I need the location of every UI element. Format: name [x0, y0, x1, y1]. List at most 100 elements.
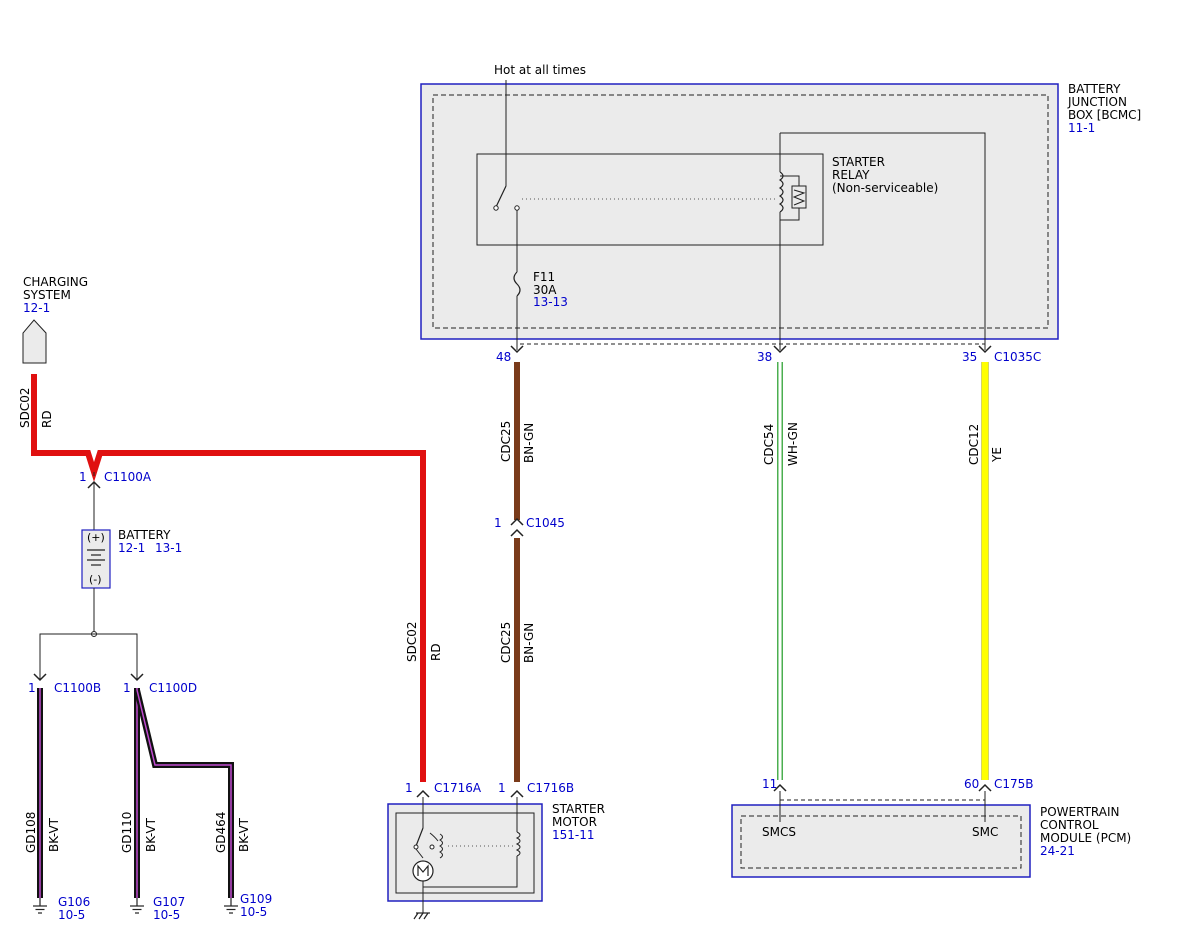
c1716a-label: C1716A — [434, 781, 482, 795]
pin-38-arrow — [773, 345, 787, 354]
starter-switch-pivot — [413, 844, 419, 850]
starter-ground-icon — [413, 912, 430, 920]
c1716b-arrow — [510, 789, 524, 798]
battery-plus: (+) — [87, 531, 105, 544]
starter-hold-coil — [439, 833, 443, 859]
pin-38-label: 38 — [757, 350, 772, 364]
c175b-pin60-arrow — [978, 783, 992, 792]
cdc25-bottom-circuit: CDC25 — [499, 622, 513, 663]
relay-switch-contact — [495, 185, 507, 208]
pin-35-arrow — [978, 345, 992, 354]
battery-minus: (-) — [89, 573, 102, 586]
c1100a-pin: 1 — [79, 470, 87, 484]
c1100b-arrow — [33, 673, 47, 682]
g106-name: G106 — [58, 895, 90, 909]
c1100b-label: C1100B — [54, 681, 101, 695]
fuse-f11 — [513, 271, 521, 297]
starter-return — [423, 856, 518, 888]
c1035c-label: C1035C — [994, 350, 1041, 364]
bjb-label-1: BATTERY — [1068, 82, 1121, 96]
ground-g109-icon — [224, 898, 238, 914]
starter-pull-coil — [515, 831, 521, 857]
motor-icon — [412, 860, 434, 882]
starter-switch-arc — [429, 832, 439, 842]
battery-junction-box-inner — [432, 94, 1049, 329]
pin-48-label: 48 — [496, 350, 511, 364]
bjb-ref: 11-1 — [1068, 121, 1095, 135]
charging-ref: 12-1 — [23, 301, 50, 315]
fuse-ref: 13-13 — [533, 295, 568, 309]
charging-label-2: SYSTEM — [23, 288, 71, 302]
sdc02-top-circuit: SDC02 — [18, 387, 32, 428]
relay-feed-loop — [780, 132, 986, 350]
pin-35-label: 35 — [962, 350, 977, 364]
c1100d-pin: 1 — [123, 681, 131, 695]
gd110-circuit: GD110 — [120, 812, 134, 853]
fuse-rating: 30A — [533, 283, 557, 297]
battery-name: BATTERY — [118, 528, 171, 542]
c175b-pin11-arrow — [773, 783, 787, 792]
ground-g107-icon — [130, 898, 144, 914]
c175b-pin60: 60 — [964, 777, 979, 791]
battery-ref-1: 12-1 — [118, 541, 145, 555]
relay-label-3: (Non-serviceable) — [832, 181, 938, 195]
sdc02-bottom-circuit: SDC02 — [405, 621, 419, 662]
gd110-color: BK-VT — [144, 817, 158, 852]
cdc25-top-circuit: CDC25 — [499, 421, 513, 462]
gd464-color: BK-VT — [237, 817, 251, 852]
battery — [81, 529, 111, 589]
relay-label-1: STARTER — [832, 155, 885, 169]
c1045-arrow-bottom — [510, 528, 524, 537]
pcm-label-2: CONTROL — [1040, 818, 1099, 832]
ground-splice-lines — [39, 633, 138, 680]
pcm-module — [731, 804, 1031, 878]
g106-ref: 10-5 — [58, 908, 85, 922]
starter-label-2: MOTOR — [552, 815, 597, 829]
cdc54-color: WH-GN — [786, 422, 800, 466]
c1100a-label: C1100A — [104, 470, 152, 484]
c175b-label: C175B — [994, 777, 1034, 791]
gd464-circuit: GD464 — [214, 812, 228, 853]
c1100b-pin: 1 — [28, 681, 36, 695]
relay-resistor-leads-low — [780, 208, 800, 221]
starter-switch-term — [429, 844, 435, 850]
relay-switch-pivot — [493, 205, 499, 211]
g107-ref: 10-5 — [153, 908, 180, 922]
c1100d-arrow — [130, 673, 144, 682]
g109-ref: 10-5 — [240, 905, 267, 919]
relay-switch-terminal — [514, 205, 520, 211]
ground-g106-icon — [33, 898, 47, 914]
sdc02-top-color: RD — [40, 410, 54, 428]
c175b-pin11: 11 — [762, 777, 777, 791]
pcm-pin-smcs: SMCS — [762, 825, 796, 839]
starter-ref: 151-11 — [552, 828, 595, 842]
cdc12-color: YE — [990, 447, 1004, 463]
pcm-module-inner — [740, 815, 1022, 869]
starter-motor-lead — [415, 848, 424, 859]
sdc02-bottom-color: RD — [429, 643, 443, 661]
cdc54-circuit: CDC54 — [762, 424, 776, 465]
starter-label-1: STARTER — [552, 802, 605, 816]
relay-resistor — [792, 189, 806, 206]
pcm-label-3: MODULE (PCM) — [1040, 831, 1131, 845]
relay-resistor-leads — [780, 175, 800, 186]
g109-name: G109 — [240, 892, 272, 906]
starter-motor-inner — [395, 812, 535, 894]
c1045-pin: 1 — [494, 516, 502, 530]
pcm-pin-smc: SMC — [972, 825, 998, 839]
pin-48-arrow — [510, 345, 524, 354]
c1045-label: C1045 — [526, 516, 565, 530]
starter-motor — [387, 803, 543, 902]
cdc12-circuit: CDC12 — [967, 424, 981, 465]
starter-switch — [415, 827, 424, 847]
motor-m-glyph — [417, 864, 429, 876]
battery-ref-2: 13-1 — [155, 541, 182, 555]
fuse-name: F11 — [533, 270, 555, 284]
c1716b-label: C1716B — [527, 781, 574, 795]
wire-gd464-stripe — [136, 689, 232, 898]
g107-name: G107 — [153, 895, 185, 909]
pcm-label-1: POWERTRAIN — [1040, 805, 1120, 819]
c1716a-pin: 1 — [405, 781, 413, 795]
bjb-label-3: BOX [BCMC] — [1068, 108, 1141, 122]
